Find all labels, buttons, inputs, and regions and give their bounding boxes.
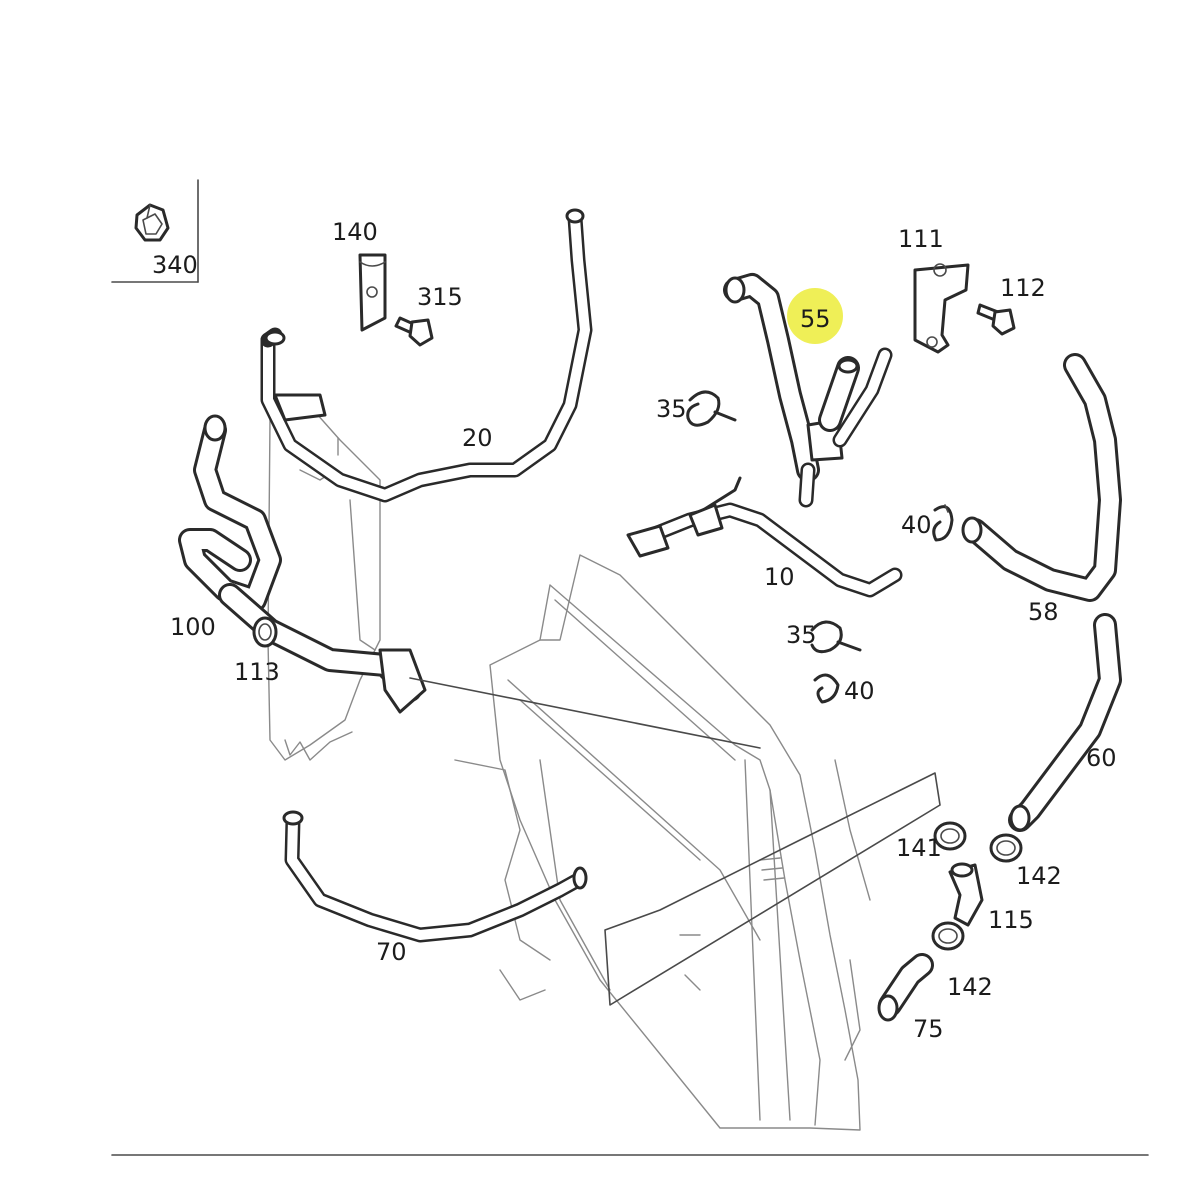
group-bracket-line [604, 772, 941, 1006]
clamp-141-part [933, 821, 967, 851]
bolt-112-part [976, 303, 1016, 336]
bolt-315-part [394, 316, 434, 347]
callout-70: 70 [376, 938, 407, 966]
callout-100: 100 [170, 613, 216, 641]
hose-60-part [1008, 613, 1122, 832]
callout-35-upper: 35 [656, 395, 687, 423]
callout-highlight [787, 288, 843, 344]
callout-58: 58 [1028, 598, 1059, 626]
callout-55: 55 [800, 305, 831, 333]
callout-115: 115 [988, 906, 1034, 934]
pipe-20-part [260, 208, 593, 503]
callout-340: 340 [152, 251, 198, 279]
callout-35-lower: 35 [786, 621, 817, 649]
bracket-140-part [358, 253, 387, 332]
hose-75-part [877, 953, 934, 1022]
clamp-142-upper-part [989, 833, 1023, 863]
callout-141: 141 [896, 834, 942, 862]
hose-55-part [723, 273, 893, 508]
callout-20: 20 [462, 424, 493, 452]
clamp-113-part [252, 616, 278, 648]
callout-113: 113 [234, 658, 280, 686]
callout-142-lower: 142 [947, 973, 993, 1001]
callout-112: 112 [1000, 274, 1046, 302]
callout-40-lower: 40 [844, 677, 875, 705]
callout-40-upper: 40 [901, 511, 932, 539]
radiator-part [454, 554, 871, 1131]
callout-111: 111 [898, 225, 944, 253]
clip-35-upper-part [686, 390, 737, 427]
bracket-111-part [913, 263, 970, 354]
callout-315: 315 [417, 283, 463, 311]
clip-40-upper-part [932, 504, 954, 542]
clip-35-lower-part [810, 620, 862, 654]
clip-40-lower-part [813, 673, 840, 704]
clamp-142-lower-part [931, 921, 965, 951]
callout-140: 140 [332, 218, 378, 246]
hose-10-part [626, 476, 903, 598]
callout-10: 10 [764, 563, 795, 591]
hose-58-part [961, 353, 1122, 602]
leader-line-100 [409, 677, 761, 749]
inset-box-340 [111, 179, 199, 283]
callout-60: 60 [1086, 744, 1117, 772]
hose-70-part [282, 810, 588, 943]
callout-142-upper: 142 [1016, 862, 1062, 890]
callout-75: 75 [913, 1015, 944, 1043]
hose-100-part [178, 414, 427, 714]
nut-340-part [134, 203, 170, 242]
connector-115-part [948, 862, 984, 927]
